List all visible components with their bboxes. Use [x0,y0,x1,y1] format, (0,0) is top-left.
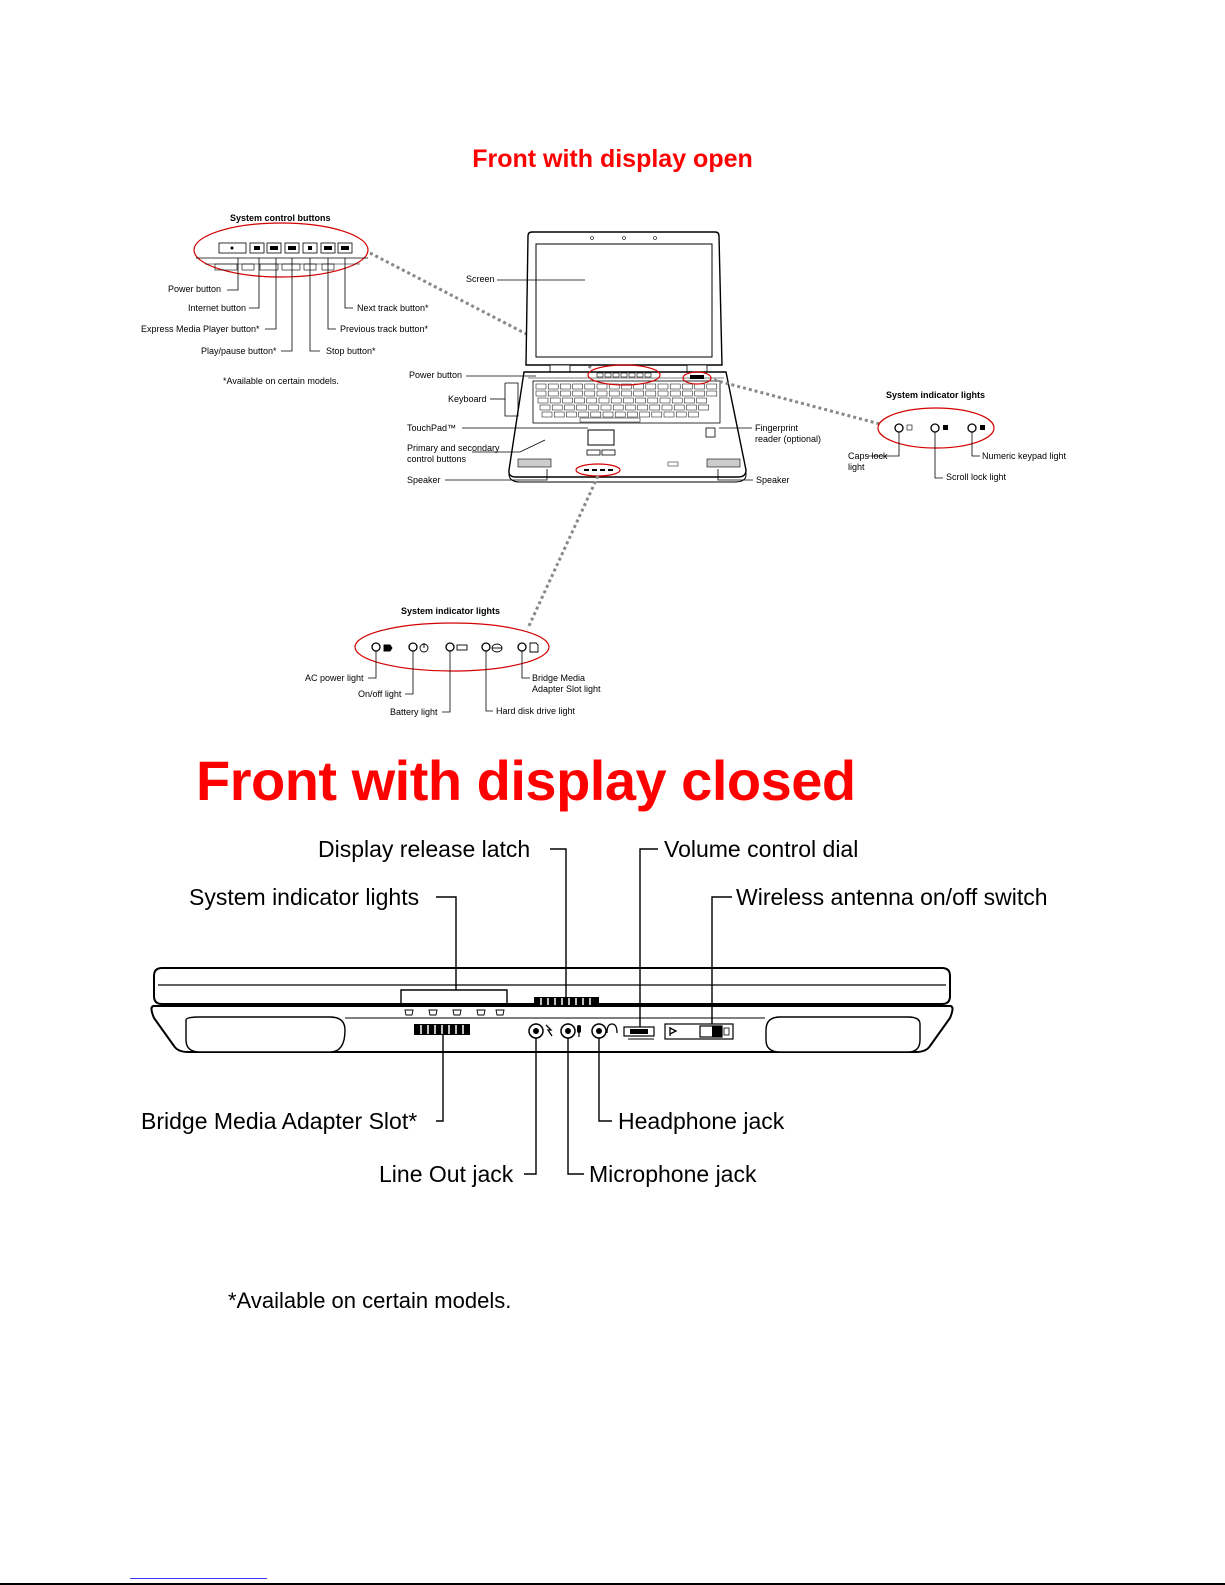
laptop-leaders [445,279,753,481]
label-microphone-jack: Microphone jack [589,1161,757,1187]
control-buttons-heading: System control buttons [230,213,331,223]
connector-bottom-indicators [526,475,600,629]
label-fingerprint-1: Fingerprint [755,423,799,433]
footer-link-underline [130,1578,267,1579]
label-speaker-left: Speaker [407,475,441,485]
label-ac-power: AC power light [305,673,364,683]
label-keyboard: Keyboard [448,394,487,404]
label-caps-lock-2: light [848,462,865,472]
label-headphone-jack: Headphone jack [618,1108,785,1134]
laptop-open-drawing [508,231,747,483]
label-internet-button: Internet button [188,303,247,313]
bottom-indicators-callout [354,622,550,713]
control-buttons-callout [193,222,369,352]
label-wireless-switch: Wireless antenna on/off switch [736,884,1048,910]
label-hard-disk: Hard disk drive light [496,706,576,716]
footnote: *Available on certain models. [228,1288,512,1313]
label-fingerprint-2: reader (optional) [755,434,822,444]
right-indicators-callout [868,407,995,479]
right-indicators-heading: System indicator lights [886,390,986,400]
label-speaker-right: Speaker [756,475,790,485]
label-caps-lock-1: Caps lock [848,451,888,461]
label-primary-secondary-2: control buttons [407,454,467,464]
connector-right-indicators [713,378,881,426]
label-bridge-media-2: Adapter Slot light [532,684,601,694]
label-screen: Screen [466,274,495,284]
label-primary-secondary-1: Primary and secondary [407,443,500,453]
label-touchpad: TouchPad™ [407,423,457,433]
laptop-keyboard-lights-callout [682,371,712,385]
control-buttons-note: *Available on certain models. [223,376,339,386]
label-previous-track-button: Previous track button* [340,324,429,334]
label-scroll-lock: Scroll lock light [946,472,1007,482]
label-stop-button: Stop button* [326,346,376,356]
bottom-indicators-heading: System indicator lights [401,606,501,616]
label-next-track-button: Next track button* [357,303,429,313]
label-express-media-player-button: Express Media Player button* [141,324,260,334]
laptop-closed-drawing [150,848,954,1175]
label-laptop-power-button: Power button [409,370,463,380]
label-display-release-latch: Display release latch [318,836,531,862]
label-line-out-jack: Line Out jack [379,1161,514,1187]
label-battery: Battery light [390,707,438,717]
label-numeric-keypad: Numeric keypad light [982,451,1067,461]
laptop-control-callout [587,364,661,386]
label-system-indicator-lights: System indicator lights [189,884,420,910]
title-front-display-open: Front with display open [472,145,753,173]
title-front-display-closed: Front with display closed [196,749,856,812]
label-play-pause-button: Play/pause button* [201,346,277,356]
label-bridge-media-slot: Bridge Media Adapter Slot* [141,1108,418,1134]
label-on-off: On/off light [358,689,402,699]
label-bridge-media-1: Bridge Media [532,673,586,683]
footer-rule [0,1583,1225,1585]
label-volume-control-dial: Volume control dial [664,836,859,862]
label-power-button: Power button [168,284,222,294]
